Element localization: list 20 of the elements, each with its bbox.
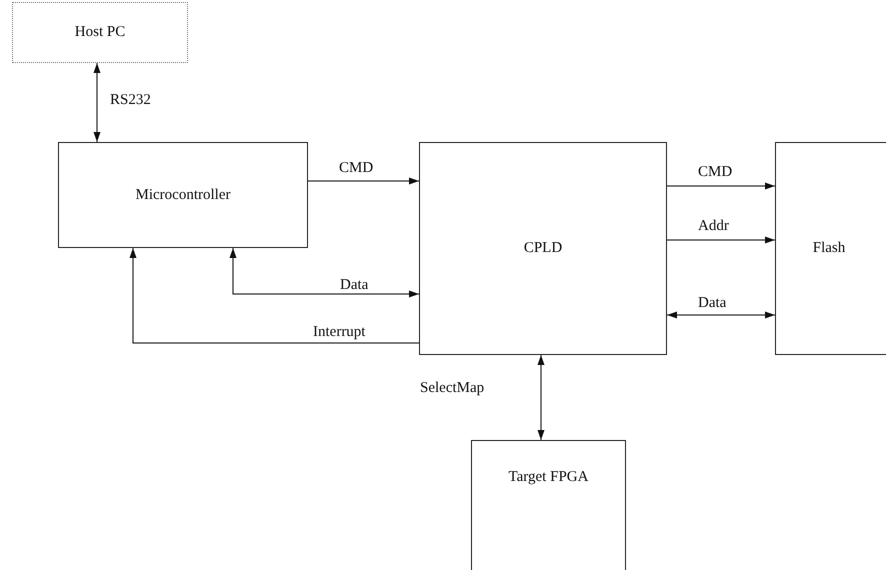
block-box (419, 142, 667, 355)
block-box (775, 142, 886, 355)
arrow (666, 236, 776, 244)
block-box (12, 2, 188, 63)
arrow (230, 248, 420, 298)
edge-label: Interrupt (311, 324, 368, 340)
arrow (308, 178, 420, 184)
arrow (94, 62, 100, 142)
arrow (666, 312, 776, 318)
block-box (58, 142, 308, 248)
block-label: Target FPGA (508, 469, 588, 486)
block-label: Flash (812, 240, 846, 257)
block-label: Host PC (74, 24, 126, 41)
arrow (130, 248, 420, 344)
block-box (471, 440, 626, 570)
block-label: Microcontroller (136, 186, 230, 204)
edge-label: SelectMap (418, 380, 486, 396)
arrow (538, 354, 544, 440)
arrow (666, 182, 776, 190)
block-label: CPLD (524, 240, 562, 257)
